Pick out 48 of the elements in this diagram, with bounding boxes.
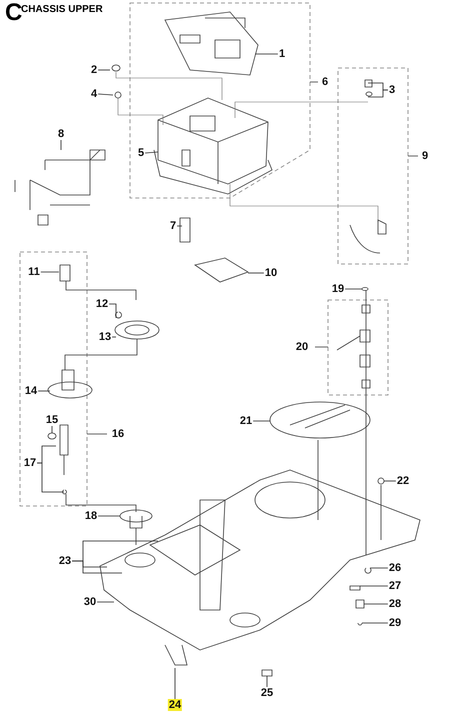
callout-number: 10 (264, 267, 278, 279)
callout-number: 3 (388, 84, 396, 96)
title: CHASSIS UPPER (21, 4, 103, 15)
leader-line (72, 560, 122, 574)
callout-number: 22 (396, 475, 410, 487)
leader-line (252, 420, 270, 422)
callout-number: 5 (136, 147, 146, 159)
callout-number: 28 (388, 598, 402, 610)
callout-number: 13 (98, 331, 112, 343)
callout-number: 12 (94, 298, 110, 310)
callout-number: 19 (330, 283, 346, 295)
callout-number: 9 (420, 150, 430, 162)
leader-line (174, 668, 176, 700)
callout-number: 27 (388, 580, 402, 592)
callout-number: 11 (27, 266, 41, 278)
callout-number: 2 (90, 64, 98, 76)
callout-number: 25 (260, 687, 274, 699)
callout-number: 29 (388, 617, 402, 629)
callout-number: 18 (84, 510, 98, 522)
leader-line (344, 288, 362, 290)
leader-line (98, 94, 114, 96)
leader-line (108, 304, 116, 318)
callout-number: 4 (90, 88, 98, 100)
callout-number: 21 (238, 415, 254, 427)
leader-line (368, 90, 388, 98)
leader-line (362, 622, 388, 624)
callout-number: 17 (22, 457, 38, 469)
callout-number: 1 (278, 48, 286, 60)
callout-number: 6 (320, 76, 330, 88)
leader-line (36, 462, 64, 492)
callout-number: 8 (56, 128, 66, 140)
callout-number: 23 (58, 555, 72, 567)
leader-line (248, 272, 264, 274)
leader-line (38, 390, 50, 392)
leader-line (60, 140, 62, 150)
callout-number: 7 (168, 220, 178, 232)
callout-number: 26 (388, 562, 402, 574)
callout-number: 14 (24, 385, 38, 397)
callout-number: 20 (294, 341, 310, 353)
callout-number: 16 (110, 428, 126, 440)
section-letter: C (5, 1, 22, 25)
leader-line (144, 152, 158, 154)
callout-number: 24 (168, 699, 182, 711)
callout-number: 15 (44, 414, 60, 426)
callout-number: 30 (82, 596, 98, 608)
leader-line (112, 336, 116, 338)
leader-line (266, 676, 268, 688)
leader-line (384, 480, 396, 482)
